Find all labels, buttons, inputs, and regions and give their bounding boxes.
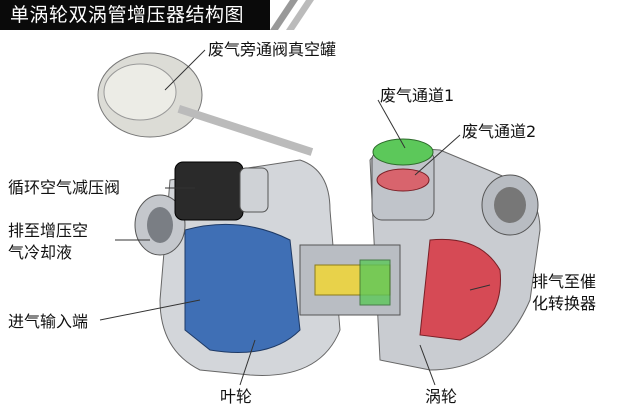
label-impeller: 叶轮 — [220, 387, 253, 406]
label-intake: 进气输入端 — [8, 312, 89, 331]
wastegate-vacuum-canister — [97, 52, 314, 156]
leader-lines — [99, 49, 491, 386]
label-exhaust-passage-1: 废气通道1 — [380, 86, 455, 105]
recirculation-valve — [174, 161, 269, 221]
label-to-intercooler-1: 排至增压空 — [8, 221, 89, 240]
label-wastegate-vacuum: 废气旁通阀真空罐 — [208, 40, 337, 59]
exhaust-passages — [371, 138, 435, 221]
label-to-intercooler-2: 气冷却液 — [8, 243, 73, 262]
title-stripes-decoration — [270, 0, 314, 30]
diagram-title: 单涡轮双涡管增压器结构图 — [0, 0, 270, 30]
label-turbine: 涡轮 — [425, 387, 458, 406]
center-bearing-shaft — [299, 244, 401, 316]
label-exhaust-passage-2: 废气通道2 — [462, 122, 537, 141]
label-exhaust-out-2: 化转换器 — [532, 294, 597, 313]
label-recirc-valve: 循环空气减压阀 — [8, 178, 121, 197]
label-exhaust-out-1: 排气至催 — [532, 272, 597, 291]
